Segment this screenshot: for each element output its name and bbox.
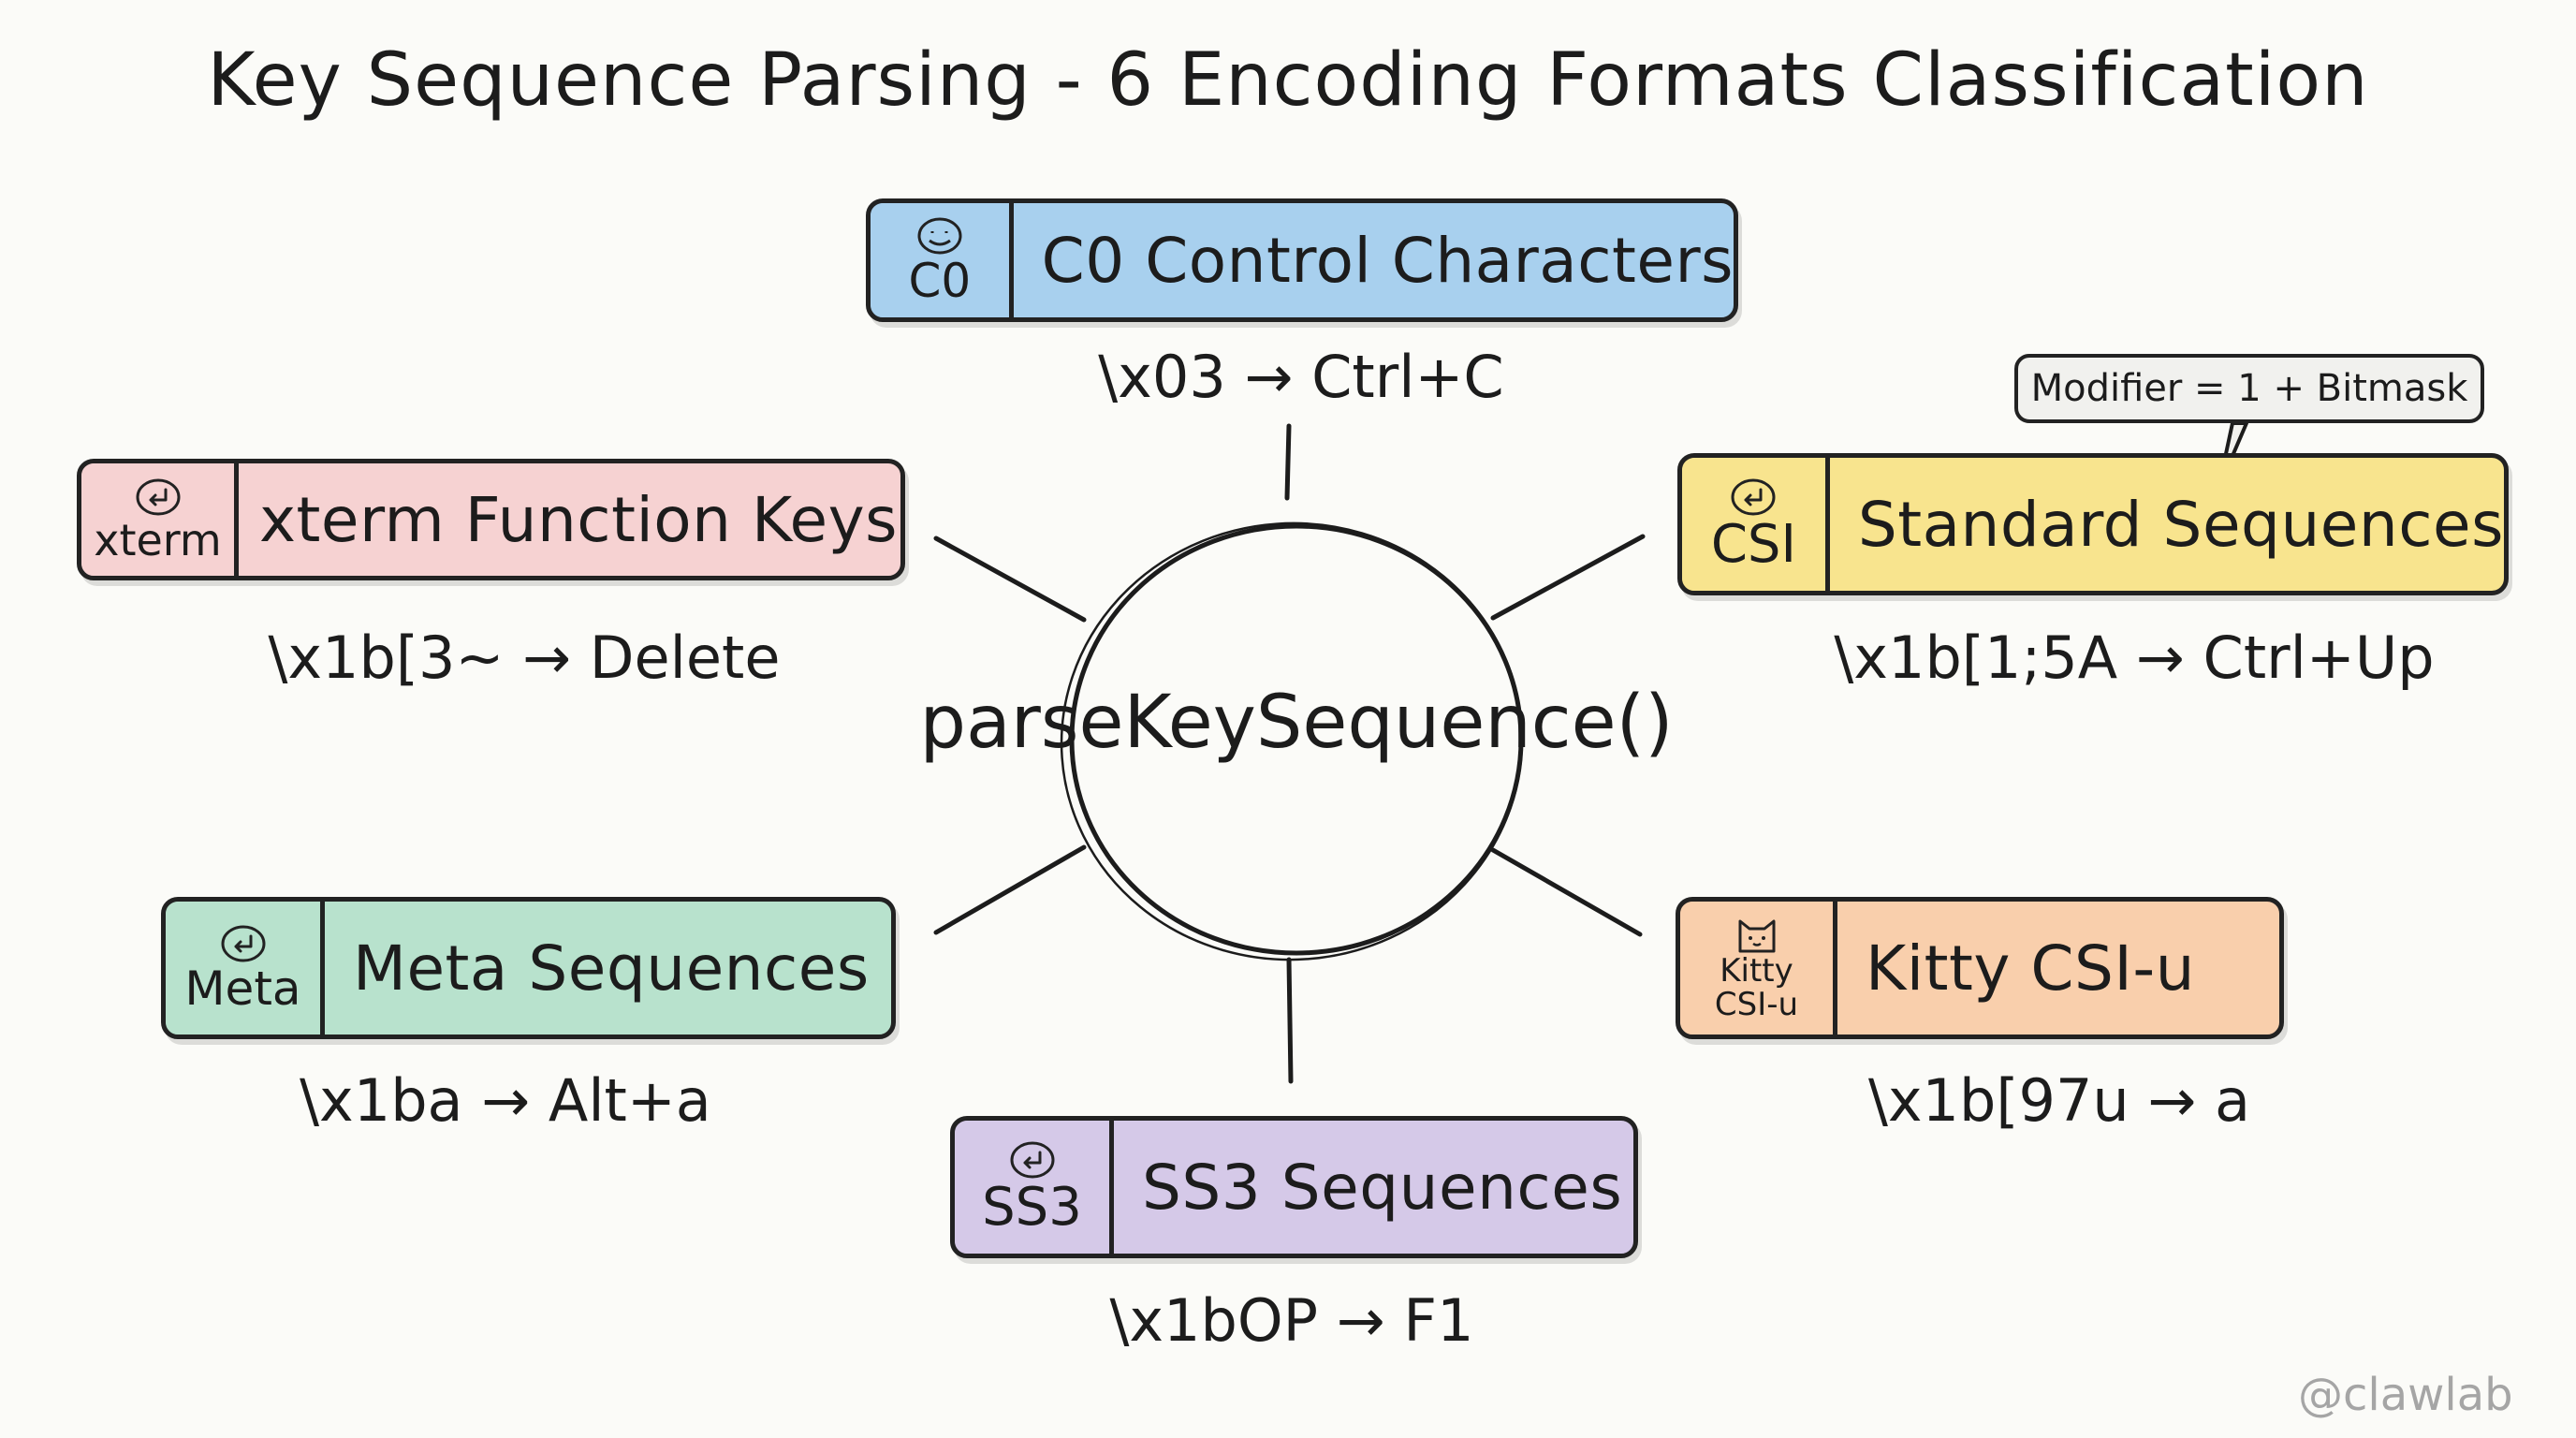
spoke-ss3: [1286, 957, 1294, 1084]
watermark: @clawlab: [2298, 1369, 2513, 1421]
node-ss3: SS3 SS3 Sequences: [950, 1116, 1638, 1258]
spoke-csi: [1490, 534, 1646, 621]
node-ss3-tag: SS3: [982, 1176, 1082, 1238]
node-c0: C0 C0 Control Characters: [866, 198, 1738, 322]
spoke-xterm: [933, 536, 1087, 623]
node-csi-label: Standard Sequences: [1857, 488, 2504, 561]
spoke-meta: [933, 844, 1087, 935]
spoke-kitty: [1490, 847, 1643, 937]
return-arrow-icon: [221, 925, 265, 962]
node-xterm-label: xterm Function Keys: [259, 483, 899, 556]
return-arrow-icon: [1731, 478, 1776, 516]
page-title: Key Sequence Parsing - 6 Encoding Format…: [207, 38, 2369, 123]
smile-face-icon: [917, 217, 962, 255]
node-xterm-tag: xterm: [94, 514, 222, 565]
node-ss3-label: SS3 Sequences: [1142, 1151, 1623, 1224]
node-meta: Meta Meta Sequences: [161, 897, 896, 1039]
node-kitty-tag-line1: Kitty: [1720, 952, 1793, 990]
cat-face-icon: [1738, 919, 1775, 953]
node-kitty-example: \x1b[97u → a: [1867, 1066, 2251, 1135]
node-kitty-label: Kitty CSI-u: [1866, 932, 2195, 1005]
node-ss3-badge: SS3: [955, 1121, 1114, 1254]
node-kitty-badge: Kitty CSI-u: [1680, 902, 1837, 1034]
node-meta-example: \x1ba → Alt+a: [300, 1066, 711, 1135]
node-c0-label: C0 Control Characters: [1041, 224, 1734, 297]
node-xterm-example: \x1b[3~ → Delete: [268, 624, 781, 692]
node-xterm-badge: xterm: [81, 463, 239, 576]
node-c0-example: \x03 → Ctrl+C: [1098, 343, 1504, 411]
modifier-callout: Modifier = 1 + Bitmask: [2014, 354, 2484, 423]
node-c0-badge: C0: [871, 203, 1014, 317]
return-arrow-icon: [136, 478, 180, 516]
node-csi: CSI Standard Sequences: [1677, 453, 2509, 595]
node-csi-tag: CSI: [1710, 513, 1796, 575]
node-ss3-example: \x1bOP → F1: [1109, 1286, 1474, 1355]
node-kitty-tag-line2: CSI-u: [1714, 986, 1799, 1023]
node-meta-badge: Meta: [166, 902, 325, 1034]
node-kitty: Kitty CSI-u Kitty CSI-u: [1676, 897, 2284, 1039]
node-meta-label: Meta Sequences: [353, 932, 870, 1005]
hub-circle-sketch: [1060, 521, 1524, 961]
node-meta-tag: Meta: [184, 961, 301, 1016]
spoke-c0: [1284, 423, 1292, 501]
node-csi-example: \x1b[1;5A → Ctrl+Up: [1834, 624, 2435, 692]
node-csi-badge: CSI: [1682, 458, 1830, 591]
return-arrow-icon: [1010, 1141, 1054, 1179]
node-xterm: xterm xterm Function Keys: [77, 459, 905, 580]
node-c0-tag: C0: [908, 253, 972, 308]
hub-label: parseKeySequence(): [919, 681, 1674, 765]
